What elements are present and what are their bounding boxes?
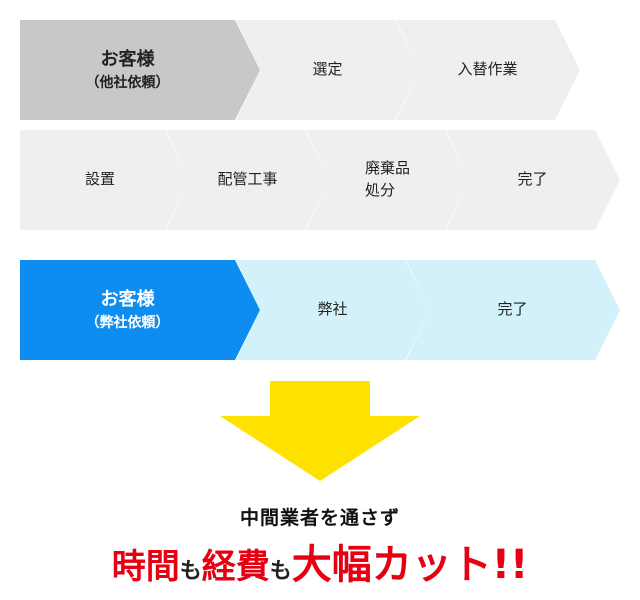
step-customer-our-sublabel: （弊社依頼） <box>85 314 170 331</box>
down-arrow-icon <box>220 381 420 481</box>
step-complete-1: 完了 <box>446 130 620 230</box>
step-disposal: 廃棄品 処分 <box>306 130 470 230</box>
summary-cost: 経費 <box>201 547 270 587</box>
summary-big-cut: 大幅カット!! <box>291 542 529 588</box>
summary-particle-2: も <box>269 559 292 584</box>
step-complete-2-label: 完了 <box>497 300 528 319</box>
step-complete-1-label: 完了 <box>517 170 548 189</box>
summary-particle-1: も <box>179 559 202 584</box>
step-disposal-line2: 処分 <box>364 181 395 199</box>
step-customer-other-company: お客様 （他社依頼） <box>20 20 260 120</box>
step-selection-label: 選定 <box>312 60 343 79</box>
step-replacement-label: 入替作業 <box>457 60 518 79</box>
summary-line1: 中間業者を通さず <box>239 507 400 529</box>
summary-time: 時間 <box>111 547 180 587</box>
step-piping-work: 配管工事 <box>166 130 330 230</box>
step-our-company: 弊社 <box>236 260 430 360</box>
step-disposal-line1: 廃棄品 <box>364 159 410 178</box>
step-customer-sublabel: （他社依頼） <box>85 74 170 91</box>
step-installation-label: 設置 <box>84 170 115 189</box>
step-piping-label: 配管工事 <box>217 170 278 189</box>
step-installation: 設置 <box>20 130 190 230</box>
step-selection: 選定 <box>236 20 420 120</box>
step-replacement-work: 入替作業 <box>396 20 580 120</box>
step-complete-2: 完了 <box>406 260 620 360</box>
step-customer-our-company: お客様 （弊社依頼） <box>20 260 260 360</box>
step-customer-label: お客様 <box>100 48 155 70</box>
summary-line2: 時間も経費も大幅カット!! <box>0 532 640 590</box>
step-customer-our-label: お客様 <box>100 288 155 310</box>
step-our-company-label: 弊社 <box>317 300 348 319</box>
